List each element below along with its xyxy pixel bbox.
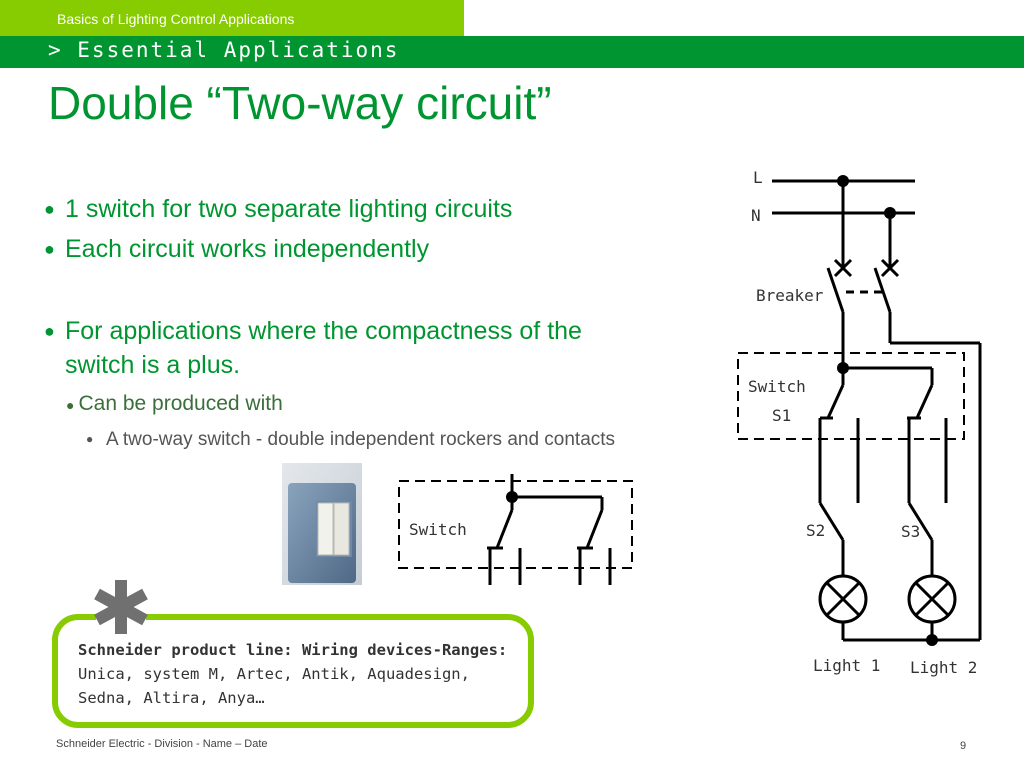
light-1-label: Light 1: [813, 656, 880, 675]
callout-box: [52, 614, 534, 728]
s2-label: S2: [806, 521, 825, 540]
bullet-marker: ●: [44, 239, 55, 259]
callout-normal-text: Unica, system M, Artec, Antik, Aquadesig…: [78, 665, 470, 707]
neutral-label: N: [751, 206, 761, 225]
switch-label: Switch: [748, 377, 806, 396]
s1-label: S1: [772, 406, 791, 425]
presentation-title: Basics of Lighting Control Applications: [57, 11, 295, 27]
switch-enclosure: [737, 352, 965, 440]
bullet-text: For applications where the compactness o…: [65, 317, 582, 379]
switch-s1-contact: [826, 384, 845, 419]
breaker-contact: [826, 267, 845, 313]
bullet-2: ● Each circuit works independently: [44, 232, 624, 266]
switch-photo: [282, 463, 362, 585]
bullet-text: Each circuit works independently: [65, 235, 430, 263]
bullet-text: 1 switch for two separate lighting circu…: [65, 195, 513, 223]
sub-bullet-text: Can be produced with: [78, 392, 283, 415]
bullet-marker: ●: [66, 397, 75, 413]
slide-title: Double “Two-way circuit”: [48, 77, 552, 129]
bullet-marker: ●: [44, 199, 55, 219]
sub-bullet: ●Can be produced with: [66, 390, 283, 419]
header-top-band: Basics of Lighting Control Applications: [0, 0, 464, 36]
sub-sub-bullet-text: A two-way switch - double independent ro…: [106, 429, 616, 450]
page-number: 9: [960, 740, 967, 752]
small-switch-contact: [585, 509, 604, 549]
bullet-marker: ●: [44, 321, 55, 341]
asterisk-icon: [94, 580, 148, 634]
switch-s1-contact: [915, 384, 934, 419]
breaker-label: Breaker: [756, 286, 824, 305]
s3-label: S3: [901, 522, 920, 541]
breaker-contact: [873, 267, 892, 313]
small-switch-contact: [495, 509, 514, 549]
callout-bold-text: Schneider product line: Wiring devices-R…: [78, 641, 508, 659]
small-switch-enclosure: [398, 480, 633, 569]
small-switch-label: Switch: [409, 520, 467, 539]
bullet-marker: ●: [86, 432, 94, 446]
switch-s3-contact: [907, 502, 934, 541]
sub-sub-bullet: ● A two-way switch - double independent …: [86, 426, 646, 453]
line-label: L: [753, 168, 763, 187]
section-title: > Essential Applications: [48, 38, 400, 62]
callout-text: Schneider product line: Wiring devices-R…: [78, 638, 510, 724]
light-2-label: Light 2: [910, 658, 977, 677]
bullet-3: ● For applications where the compactness…: [44, 314, 624, 382]
footer-text: Schneider Electric - Division - Name – D…: [56, 738, 268, 750]
bullet-1: ● 1 switch for two separate lighting cir…: [44, 192, 624, 226]
section-bar: > Essential Applications: [0, 36, 1024, 68]
switch-s2-contact: [818, 502, 845, 541]
